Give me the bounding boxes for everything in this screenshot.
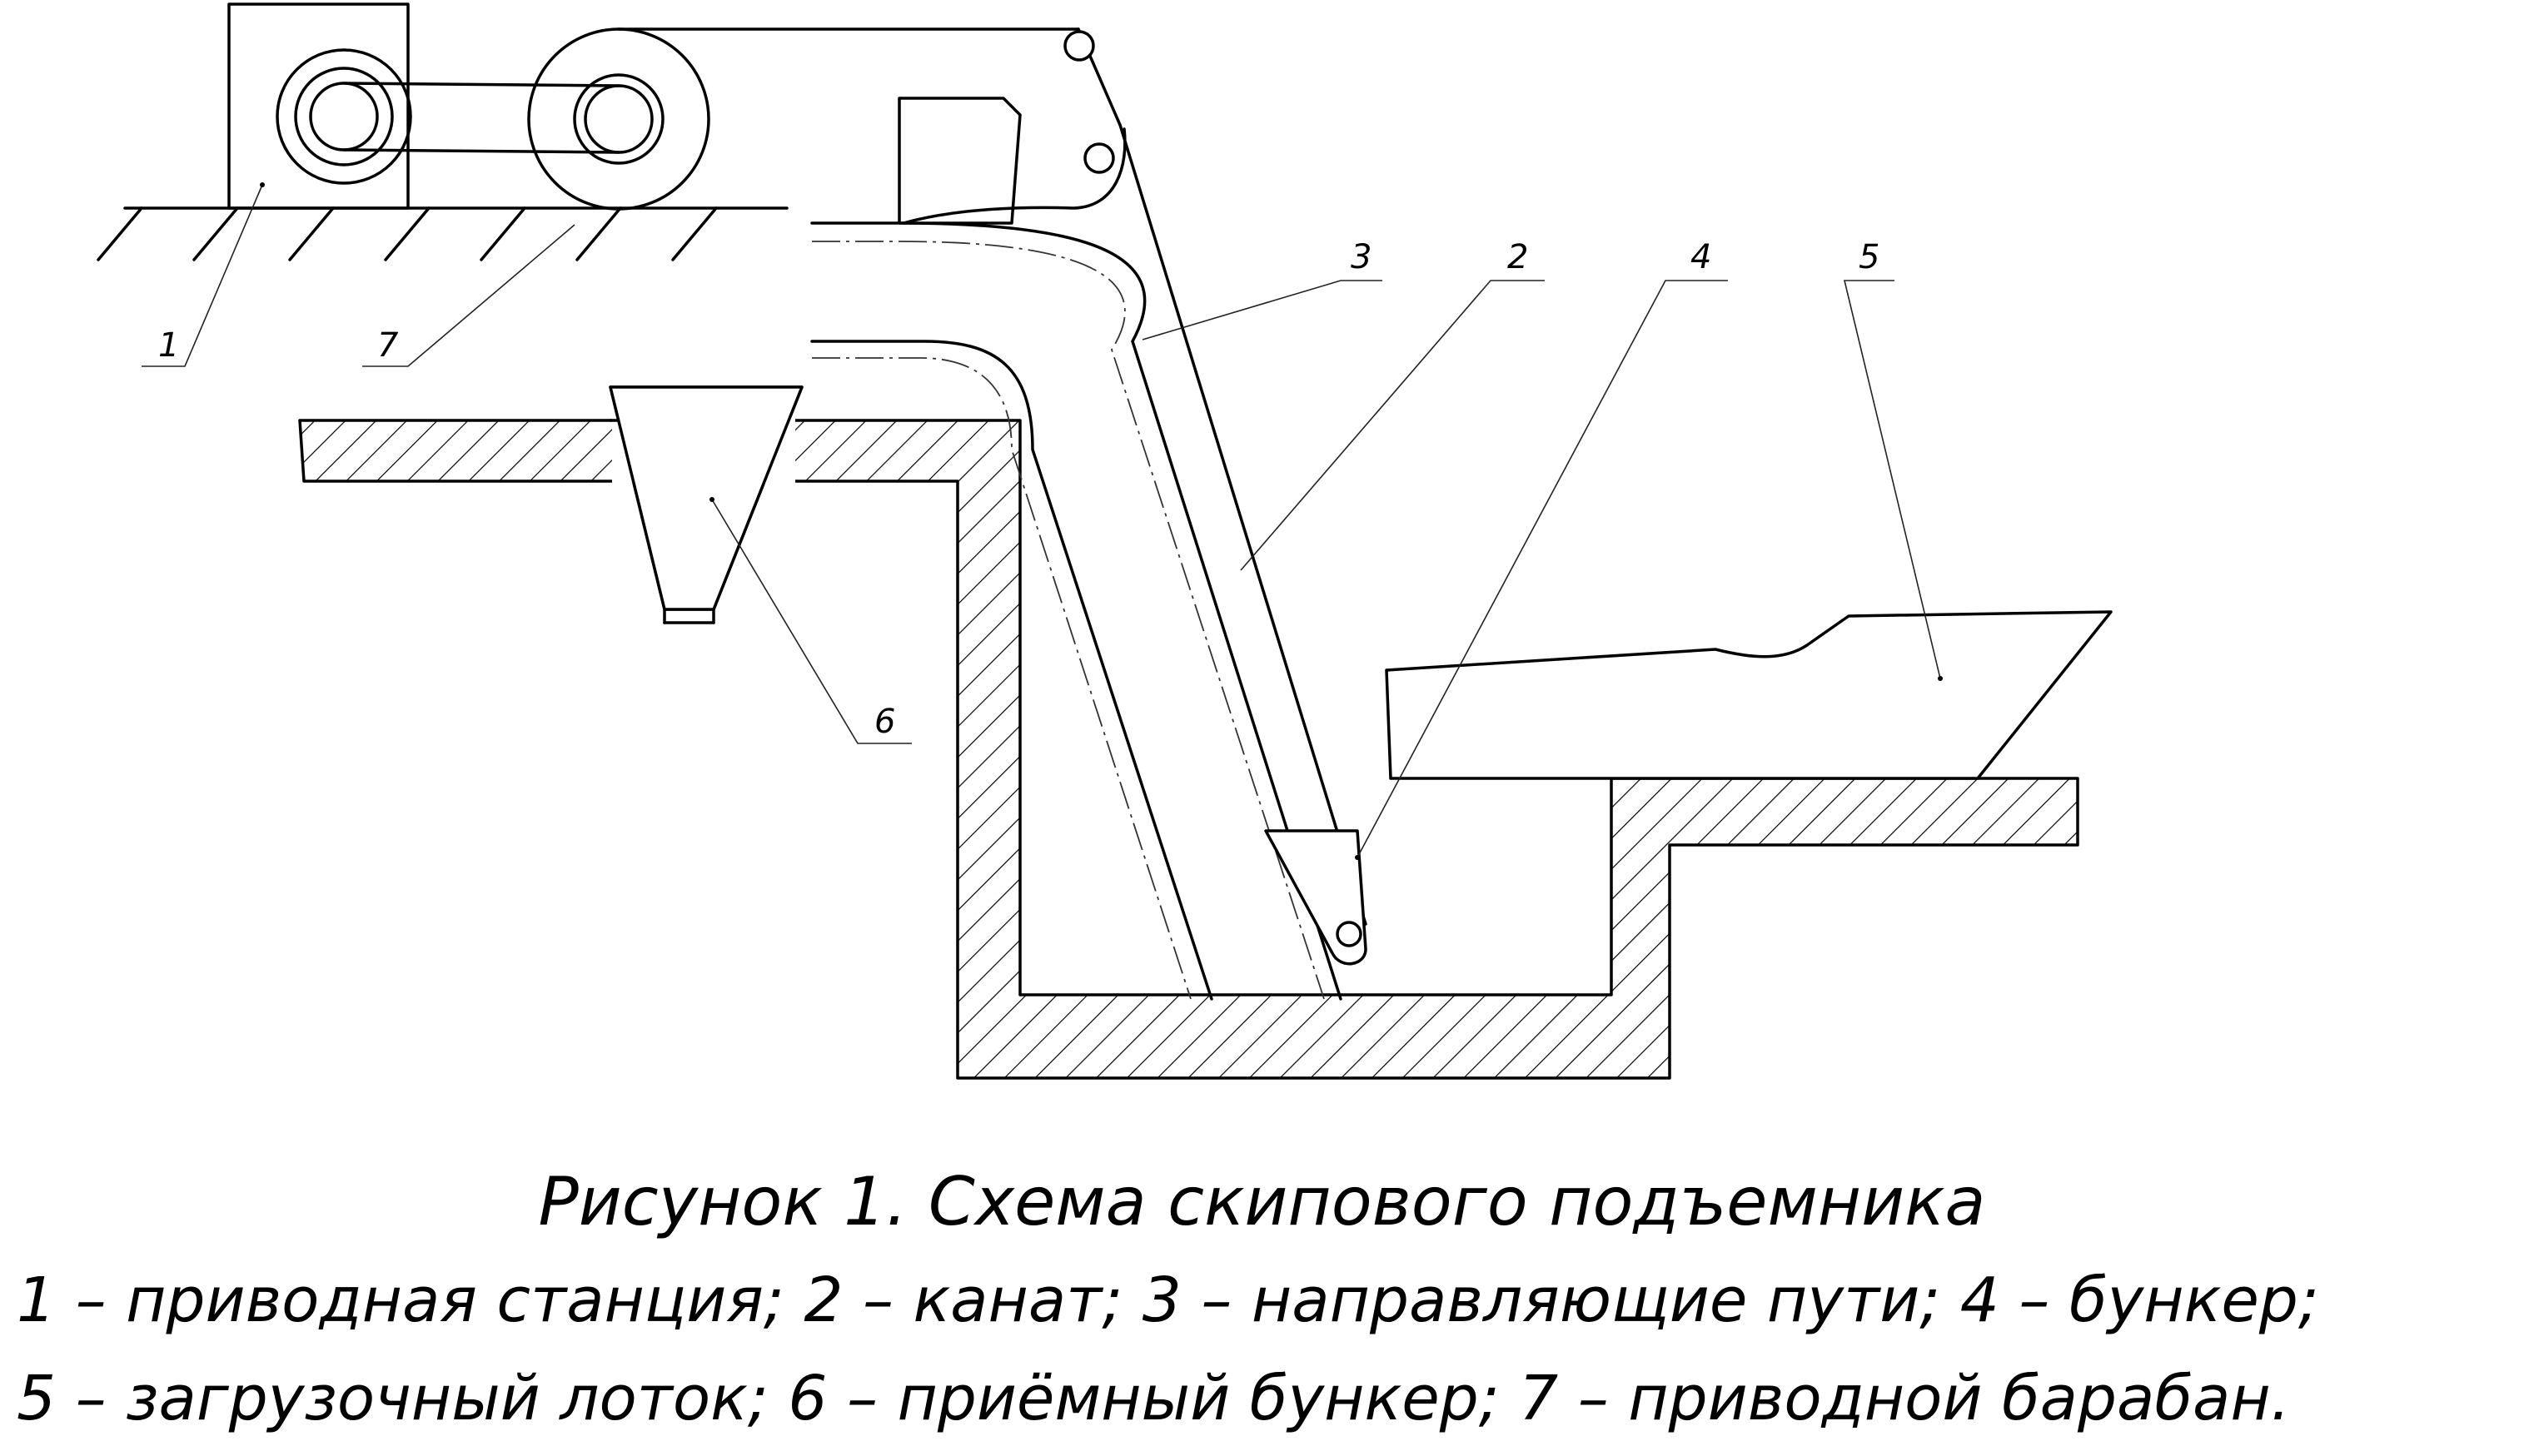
- drive-station: [227, 2, 412, 210]
- label-skip-bucket: 4: [1690, 238, 1711, 276]
- guide-rails: [810, 221, 1342, 1001]
- caption-title: Рисунок 1. Схема скипового подъемника: [538, 1163, 1986, 1240]
- pit-foundation: [298, 385, 2079, 1080]
- figure-caption: Рисунок 1. Схема скипового подъемника 1 …: [0, 1153, 2524, 1448]
- skip-bucket: [1264, 829, 1367, 966]
- skip-hoist-diagram: 1 7 3 2 4 5 6: [97, 2, 2113, 1080]
- label-receiving-hopper: 6: [874, 703, 895, 741]
- head-frame: [898, 27, 1127, 225]
- leader-lines: [142, 182, 1943, 860]
- caption-legend-line-2: 5 – загрузочный лоток; 6 – приёмный бунк…: [17, 1363, 2291, 1434]
- label-drive-drum: 7: [377, 326, 399, 365]
- label-drive-station: 1: [158, 326, 179, 365]
- label-guide-rails: 3: [1351, 238, 1372, 276]
- label-rope: 2: [1507, 238, 1528, 276]
- sheave-lower: [1083, 142, 1115, 174]
- rope: [1118, 123, 1367, 926]
- loading-chute: [1385, 610, 2113, 780]
- drive-belt: [342, 82, 620, 154]
- ground-surface: [97, 206, 789, 261]
- caption-legend-line-1: 1 – приводная станция; 2 – канат; 3 – на…: [17, 1265, 2319, 1336]
- sheave-upper: [1063, 30, 1095, 62]
- label-loading-chute: 5: [1859, 238, 1879, 276]
- drive-drum: [527, 27, 1080, 211]
